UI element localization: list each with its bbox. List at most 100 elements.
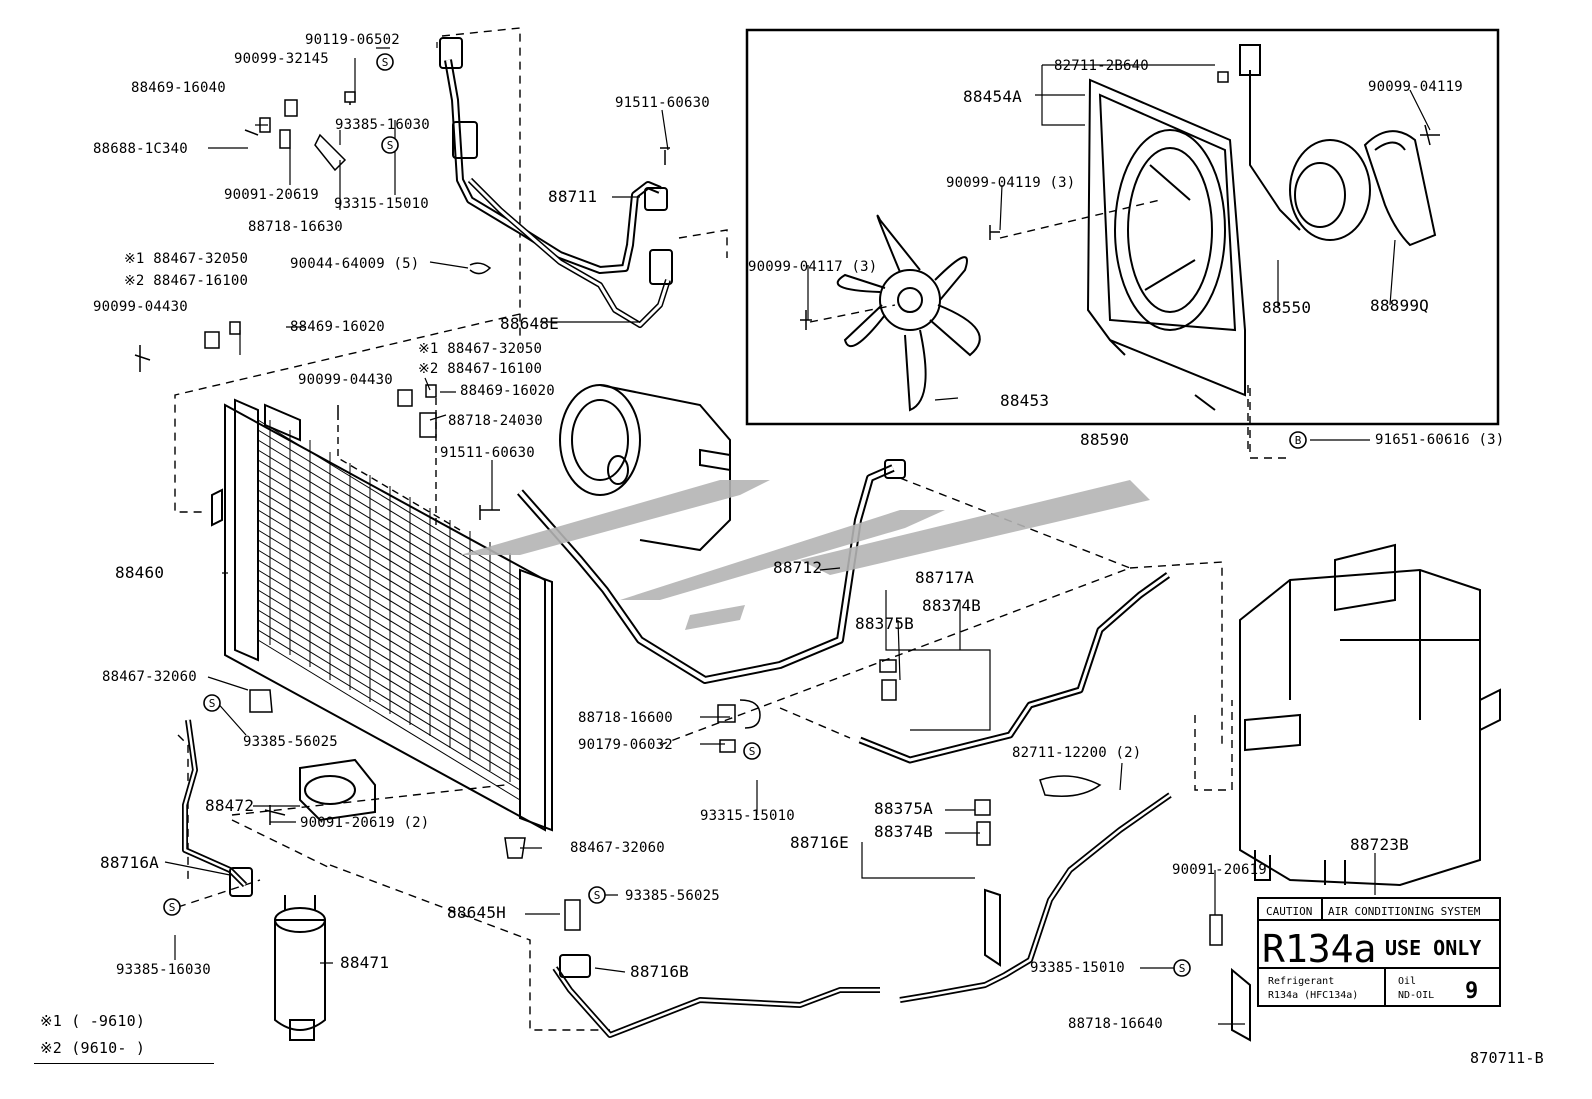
fan-motor [1239, 44, 1371, 241]
s-mark-4: S [749, 745, 756, 758]
watermark [460, 480, 1150, 630]
dashed-guide-evaporator [1129, 561, 1233, 791]
tube-88717A [858, 572, 1171, 764]
part-label: 88718-16600 [578, 710, 673, 726]
s-mark-5: S [594, 889, 601, 902]
caution-refrigerant-type: R134a (HFC134a) [1268, 990, 1358, 1001]
part-label: 88645H [447, 903, 506, 922]
part-label: 88716A [100, 853, 159, 872]
part-label: 88718-16640 [1068, 1016, 1163, 1032]
part-label: 90099-04119 [1368, 79, 1463, 95]
fan-blades [836, 214, 981, 412]
part-label: 88454A [963, 87, 1022, 106]
hose-88711 [444, 59, 662, 274]
dashed-guide-compressor [659, 388, 1290, 746]
footnote-1: ※1 ( -9610) [40, 1012, 146, 1030]
part-label: 88469-16040 [131, 80, 226, 96]
part-label: 88374B [922, 596, 981, 615]
bracket-88718-16640 [1231, 967, 1251, 1042]
part-label: 88716E [790, 833, 849, 852]
part-label: 93385-56025 [625, 888, 720, 904]
part-label: 88712 [773, 558, 823, 577]
part-label: 88375B [855, 614, 914, 633]
part-label: 90099-32145 [234, 51, 329, 67]
part-label: 88469-16020 [460, 383, 555, 399]
receiver-drier [274, 895, 326, 1041]
part-label: 90179-06032 [578, 737, 673, 753]
part-label: 88717A [915, 568, 974, 587]
fan-assembly-frame [745, 28, 1500, 426]
part-label: 88711 [548, 187, 598, 206]
dashed-guide-mid [337, 398, 461, 531]
part-label: 88550 [1262, 298, 1312, 317]
caution-refrigerant: Refrigerant [1268, 976, 1334, 987]
footnote-underline [34, 1063, 214, 1064]
part-label: 93315-15010 [700, 808, 795, 824]
caution-r134a: R134a [1262, 927, 1376, 971]
caution-label-frame [1257, 897, 1501, 1007]
part-label: 90091-20619 (2) [300, 815, 430, 831]
part-label: 88718-16630 [248, 219, 343, 235]
part-label: 90044-64009 (5) [290, 256, 420, 272]
part-label: 88899Q [1370, 296, 1429, 315]
part-label: 93385-15010 [1030, 960, 1125, 976]
part-label: 90099-04430 [93, 299, 188, 315]
part-label: 88453 [1000, 391, 1050, 410]
part-label: 91651-60616 (3) [1375, 432, 1505, 448]
caution-use-only: USE ONLY [1385, 936, 1481, 960]
part-label: 88648E [500, 314, 559, 333]
part-label: 88469-16020 [290, 319, 385, 335]
caution-word: CAUTION [1266, 905, 1312, 918]
part-label: 93385-16030 [335, 117, 430, 133]
part-label: 88723B [1350, 835, 1409, 854]
part-label: 93385-16030 [116, 962, 211, 978]
part-label: ※1 88467-32050 [124, 251, 249, 267]
part-label: 88472 [205, 796, 255, 815]
s-mark-7: S [1179, 962, 1186, 975]
part-label: 88467-32060 [570, 840, 665, 856]
s-mark-1: S [382, 56, 389, 69]
part-label: 88718-24030 [448, 413, 543, 429]
part-label: 82711-12200 (2) [1012, 745, 1142, 761]
part-label: 88716B [630, 962, 689, 981]
fan-shroud [1086, 78, 1246, 411]
diagram-code: 870711-B [1470, 1049, 1544, 1067]
part-label: 90119-06502 [305, 32, 400, 48]
part-label: ※1 88467-32050 [418, 341, 543, 357]
dashed-guide-lower [177, 734, 610, 1031]
part-label: 90099-04119 (3) [946, 175, 1076, 191]
caution-oil: Oil [1398, 976, 1416, 987]
bracket-88472 [299, 758, 376, 822]
s-mark-3: S [209, 697, 216, 710]
part-label: 93315-15010 [334, 196, 429, 212]
s-mark-2: S [387, 139, 394, 152]
evaporator-unit [1239, 543, 1501, 887]
motor-cover [1363, 130, 1437, 247]
s-marks [163, 53, 1307, 977]
part-label: 88460 [115, 563, 165, 582]
part-label: 91511-60630 [615, 95, 710, 111]
b-mark: B [1295, 434, 1302, 447]
part-label: 93385-56025 [243, 734, 338, 750]
part-label: 90099-04117 (3) [748, 259, 878, 275]
caution-oil-grade: 9 [1465, 979, 1478, 1004]
part-label: 90091-20619 [1172, 862, 1267, 878]
caution-system: AIR CONDITIONING SYSTEM [1328, 905, 1481, 918]
condenser [211, 398, 553, 832]
part-label: 88688-1C340 [93, 141, 188, 157]
part-label: ※2 88467-16100 [418, 361, 543, 377]
part-label: 82711-2B640 [1054, 58, 1149, 74]
part-label: 88374B [874, 822, 933, 841]
part-label: 88590 [1080, 430, 1130, 449]
part-label: 88471 [340, 953, 390, 972]
part-label: 90099-04430 [298, 372, 393, 388]
part-label: ※2 88467-16100 [124, 273, 249, 289]
part-label: 90091-20619 [224, 187, 319, 203]
footnote-2: ※2 (9610- ) [40, 1039, 146, 1057]
part-label: 91511-60630 [440, 445, 535, 461]
caution-oil-type: ND-OIL [1398, 990, 1434, 1001]
part-label: 88375A [874, 799, 933, 818]
s-mark-6: S [169, 901, 176, 914]
part-label: 88467-32060 [102, 669, 197, 685]
